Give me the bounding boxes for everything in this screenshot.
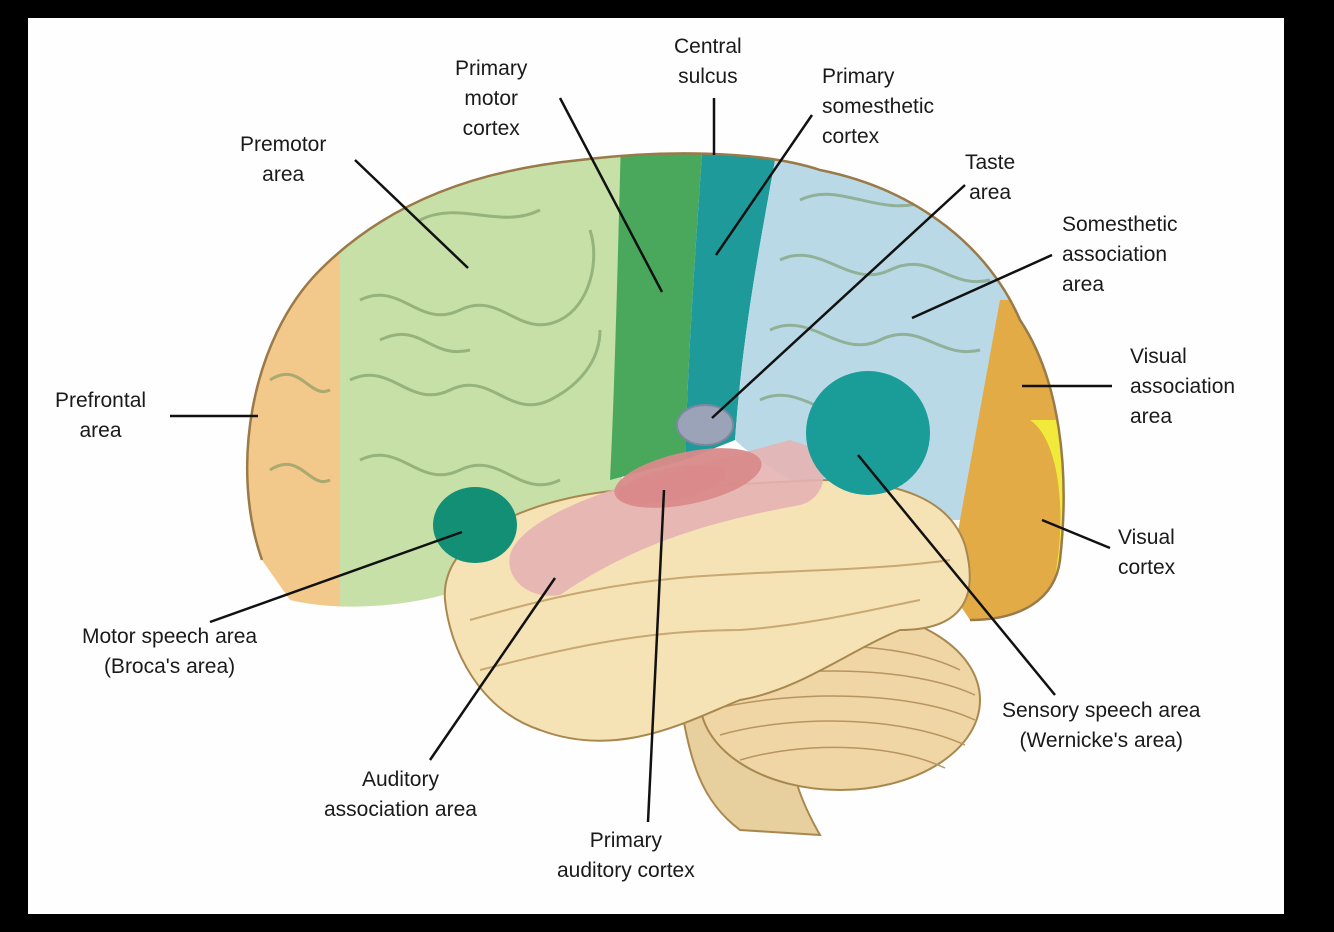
label-line: Primary [822, 65, 895, 88]
leader-broca [209, 530, 463, 624]
label-line: somesthetic [822, 95, 935, 118]
leader-lines [170, 97, 1112, 823]
label-taste-area: Taste area [965, 148, 1015, 208]
label-line: association [1130, 375, 1236, 398]
label-line: Primary [455, 57, 528, 80]
label-line: auditory cortex [557, 859, 695, 882]
taste-area [676, 404, 734, 446]
label-line: association area [324, 798, 477, 821]
label-somesthetic-association-area: Somesthetic association area [1062, 210, 1178, 300]
cerebrum-outline [245, 152, 1065, 622]
label-line: Sensory speech area [1002, 699, 1201, 722]
leader-premotor [354, 159, 469, 269]
label-line: area [1130, 405, 1173, 428]
label-line: Visual [1130, 345, 1187, 368]
wernicke-area [806, 371, 930, 495]
label-wernicke-area: Sensory speech area (Wernicke's area) [1002, 696, 1200, 756]
label-line: Motor speech area [82, 625, 258, 648]
gyri-lines [269, 192, 991, 487]
label-line: Visual [1118, 526, 1175, 549]
label-prefrontal-area: Prefrontal area [55, 386, 146, 446]
label-line: area [79, 419, 122, 442]
label-line: Premotor [240, 133, 327, 156]
label-line: Central [674, 35, 742, 58]
leader-primary-somesthetic [714, 114, 814, 256]
leader-somesthetic-association [911, 253, 1053, 320]
label-line: Somesthetic [1062, 213, 1178, 236]
label-line: motor [464, 87, 519, 110]
label-line: Auditory [361, 768, 439, 791]
label-line: Taste [965, 151, 1016, 174]
label-premotor-area: Premotor area [240, 130, 326, 190]
label-line: (Wernicke's area) [1019, 729, 1183, 752]
label-visual-association-area: Visual association area [1130, 342, 1235, 432]
leader-taste [711, 184, 966, 419]
leader-visual-cortex [1041, 518, 1111, 550]
label-line: association [1062, 243, 1168, 266]
label-primary-somesthetic-cortex: Primary somesthetic cortex [822, 62, 934, 152]
primary-motor-cortex [610, 153, 705, 480]
label-line: area [969, 181, 1012, 204]
label-line: (Broca's area) [103, 655, 236, 678]
label-line: Primary [589, 829, 663, 852]
leader-wernicke [857, 454, 1056, 696]
label-line: cortex [462, 117, 520, 140]
label-line: cortex [1118, 556, 1176, 579]
leader-primary-auditory [646, 489, 666, 823]
leader-auditory-association [428, 577, 557, 761]
broca-area [433, 487, 517, 563]
primary-auditory-core [618, 464, 726, 504]
label-line: cortex [822, 125, 880, 148]
label-visual-cortex: Visual cortex [1118, 523, 1175, 583]
label-line: sulcus [678, 65, 738, 88]
label-line: area [1062, 273, 1105, 296]
label-line: area [262, 163, 305, 186]
label-primary-motor-cortex: Primary motor cortex [455, 54, 527, 144]
label-line: Prefrontal [55, 389, 147, 412]
label-broca-area: Motor speech area (Broca's area) [82, 622, 257, 682]
label-auditory-association-area: Auditory association area [324, 765, 477, 825]
leader-primary-motor [558, 97, 664, 293]
label-primary-auditory-cortex: Primary auditory cortex [557, 826, 695, 886]
label-central-sulcus: Central sulcus [674, 32, 742, 92]
